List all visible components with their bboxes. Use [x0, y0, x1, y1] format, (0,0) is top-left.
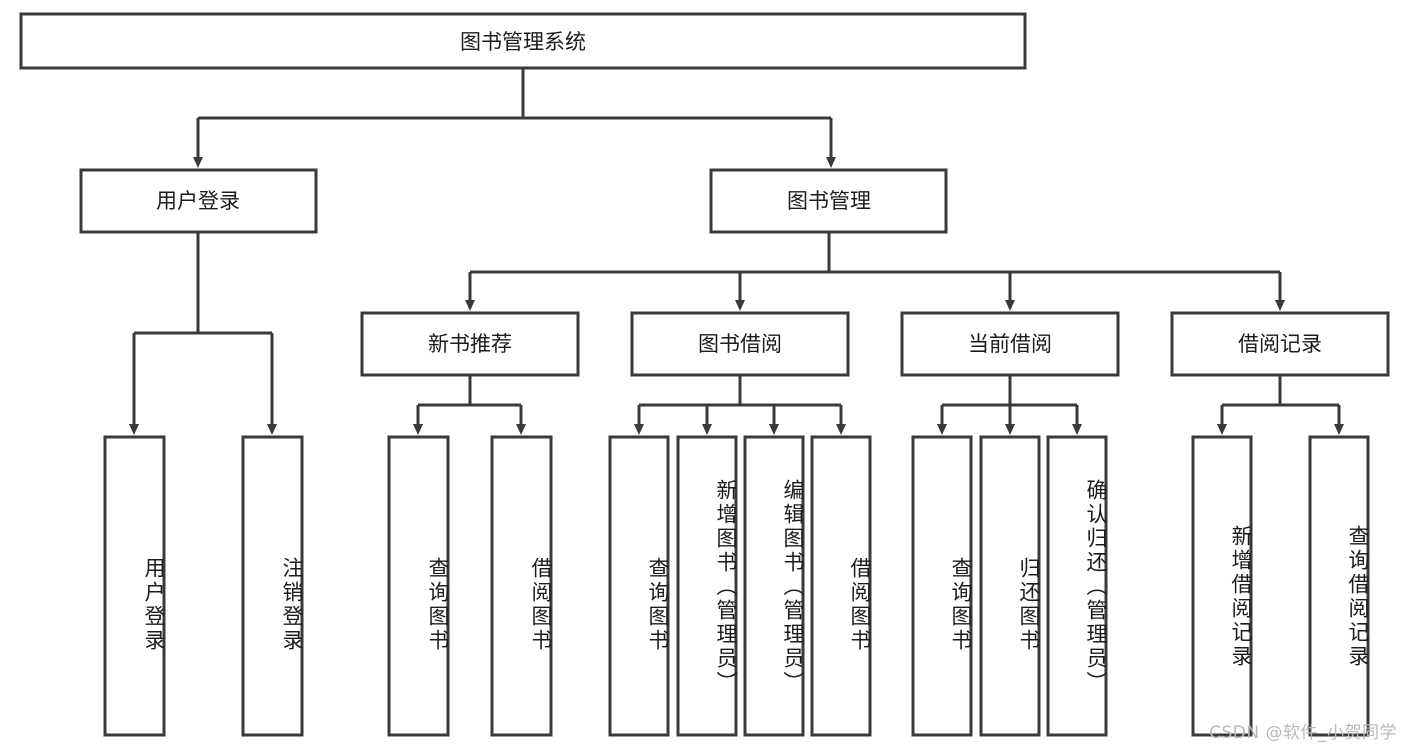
leaf-box [608, 435, 670, 737]
leaf-box-group [103, 435, 1370, 737]
node-label-book-borrow: 图书借阅 [698, 332, 782, 356]
node-current-borrow[interactable] [900, 311, 1120, 377]
leaf-box [979, 435, 1041, 737]
node-borrow-record[interactable] [1170, 311, 1390, 377]
leaf-box [810, 435, 872, 737]
leaf-box [387, 435, 450, 737]
node-label-new-book-recommend: 新书推荐 [428, 332, 512, 356]
leaf-box [676, 435, 738, 737]
node-label-current-borrow: 当前借阅 [968, 332, 1052, 356]
node-book-borrow[interactable] [630, 311, 850, 377]
connector-borrowrecord-to-leaves [1217, 375, 1344, 435]
connector-userlogin-to-leaves [129, 232, 277, 435]
node-root-title[interactable] [19, 12, 1027, 70]
leaf-box [743, 435, 805, 737]
node-new-book-recommend[interactable] [360, 311, 580, 377]
leaf-box [1308, 435, 1370, 737]
leaf-box [1046, 435, 1108, 737]
node-label-borrow-record: 借阅记录 [1238, 332, 1322, 356]
node-user-login[interactable] [79, 168, 318, 234]
connector-bookmgmt-to-level3 [465, 232, 1285, 311]
leaf-box [103, 435, 166, 737]
watermark-text: CSDN @软件_小贺同学 [1209, 723, 1397, 743]
leaf-box [911, 435, 973, 737]
node-label-user-login: 用户登录 [156, 189, 240, 213]
node-book-management[interactable] [709, 168, 948, 234]
root-title-label: 图书管理系统 [460, 30, 586, 54]
connector-newbook-to-leaves [413, 375, 526, 435]
node-label-book-management: 图书管理 [787, 189, 871, 213]
connector-bookborrow-to-leaves [634, 375, 846, 435]
connector-root-to-level2 [193, 68, 836, 168]
leaf-box [1191, 435, 1253, 737]
connector-currentborrow-to-leaves [937, 375, 1082, 435]
leaf-box [490, 435, 553, 737]
leaf-box [241, 435, 304, 737]
